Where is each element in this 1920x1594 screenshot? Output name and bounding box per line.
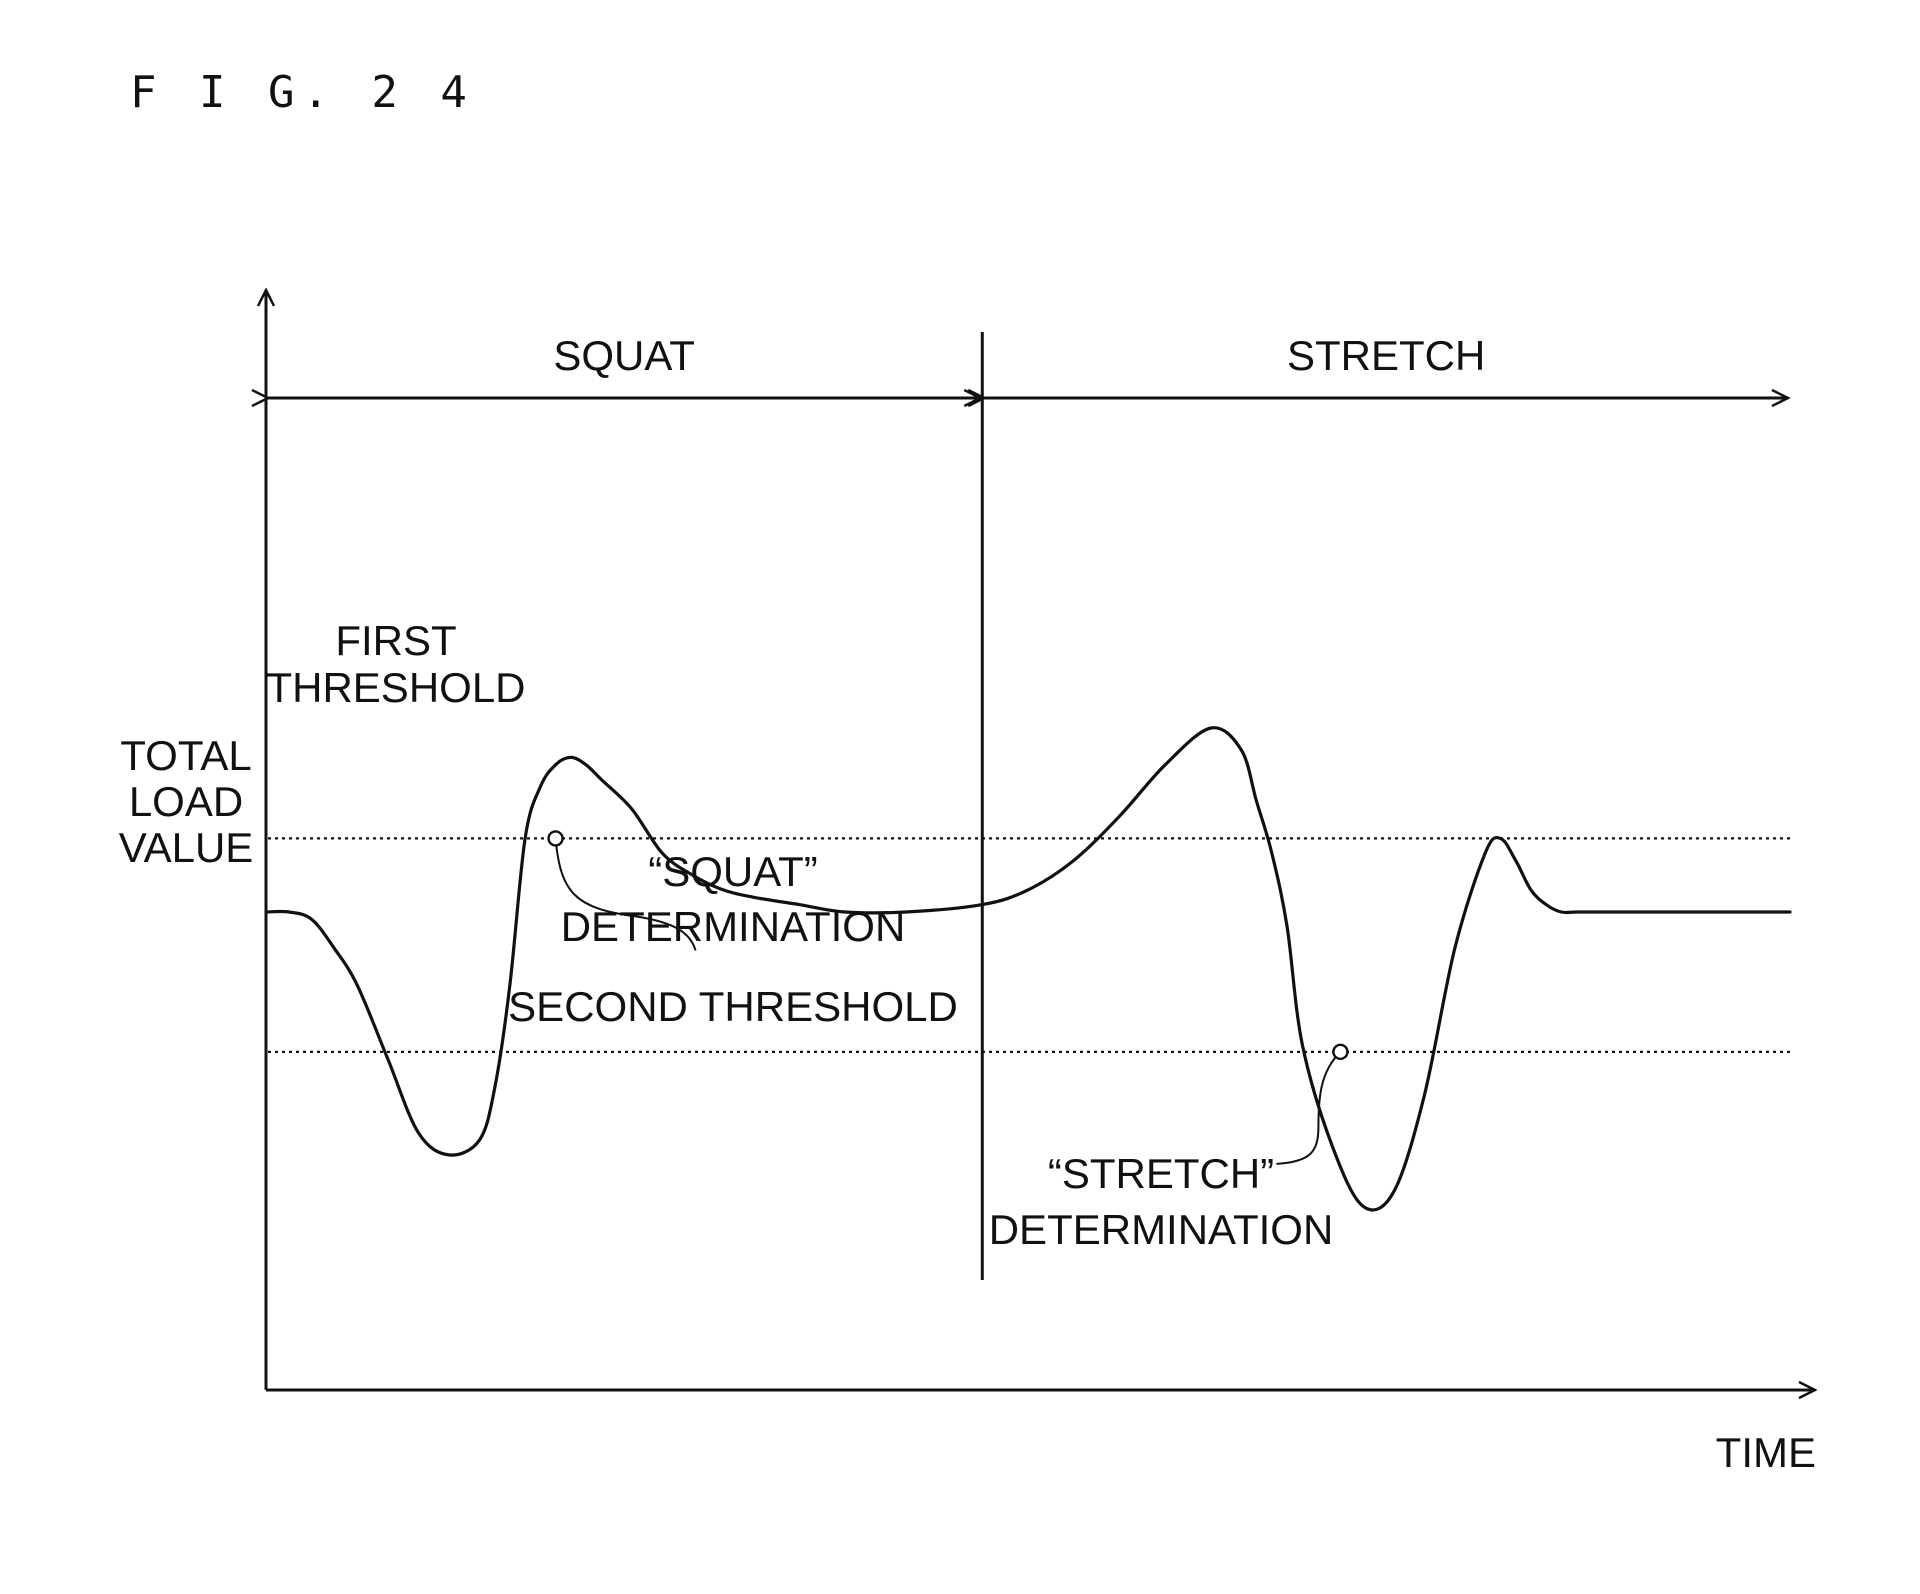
phase-label-squat: SQUAT bbox=[553, 332, 695, 379]
determination-point-2 bbox=[1332, 1043, 1349, 1061]
x-axis-label: TIME bbox=[1716, 1429, 1816, 1476]
annotation-layer: “SQUAT”DETERMINATION “STRETCH”DETERMINATI… bbox=[547, 830, 1349, 1253]
annotation-label-2: “STRETCH”DETERMINATION bbox=[989, 1150, 1334, 1253]
figure-label: F I G. 2 4 bbox=[130, 67, 475, 118]
threshold-label-2: SECOND THRESHOLD bbox=[508, 983, 958, 1030]
annotation-leader-2 bbox=[1276, 1051, 1342, 1165]
phase-layer: SQUAT STRETCH bbox=[268, 332, 1788, 398]
determination-point-1 bbox=[547, 830, 564, 847]
annotation-label-1: “SQUAT”DETERMINATION bbox=[561, 848, 906, 950]
annotation-leader-1 bbox=[554, 838, 697, 951]
total-load-curve bbox=[264, 726, 1792, 1212]
phase-label-stretch: STRETCH bbox=[1287, 332, 1485, 379]
